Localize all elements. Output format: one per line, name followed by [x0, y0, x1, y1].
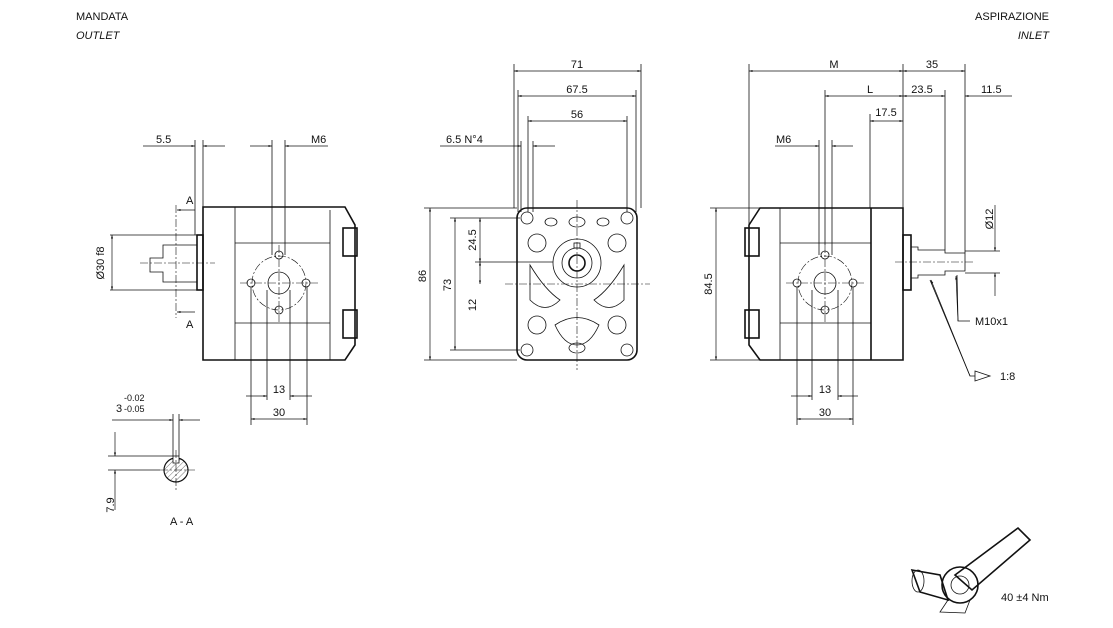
dim-24-5: 24.5 — [467, 229, 479, 250]
torque-label: 40 ±4 Nm — [1001, 592, 1049, 604]
dim-30-right: 30 — [819, 407, 831, 419]
dim-m6-right: M6 — [776, 134, 791, 146]
section-marker-top: A — [186, 195, 194, 207]
dim-m6-left: M6 — [311, 134, 326, 146]
section-marker-bottom: A — [186, 319, 194, 331]
dim-12-front: 12 — [467, 299, 479, 311]
key-tol-upper: -0.02 — [124, 393, 145, 403]
dim-73: 73 — [442, 279, 454, 291]
right-side-view: M 35 L 23.5 11.5 17.5 M6 84.5 Ø12 13 — [703, 59, 1015, 425]
dim-12-shaft: Ø12 — [984, 209, 996, 230]
inlet-label-en: INLET — [1018, 30, 1050, 42]
dim-m: M — [829, 59, 838, 71]
dim-67-5: 67.5 — [566, 84, 587, 96]
front-view: 71 67.5 56 6.5 N°4 86 73 24.5 12 — [417, 59, 650, 370]
dim-11-5: 11.5 — [981, 84, 1002, 96]
dim-l: L — [867, 84, 873, 96]
dim-71: 71 — [571, 59, 583, 71]
dim-13-left: 13 — [273, 384, 285, 396]
dim-shaft-diameter: Ø30 f8 — [95, 246, 107, 279]
dim-13-right: 13 — [819, 384, 831, 396]
taper-callout: 1:8 — [1000, 371, 1015, 383]
section-a-a: 3 -0.02 -0.05 7.9 A - A — [105, 393, 200, 528]
dim-17-5: 17.5 — [875, 107, 896, 119]
dim-56: 56 — [571, 109, 583, 121]
torque-wrench-icon — [910, 526, 1032, 614]
dim-84-5: 84.5 — [703, 273, 715, 294]
section-label: A - A — [170, 516, 194, 528]
inlet-label-it: ASPIRAZIONE — [975, 11, 1049, 23]
left-side-view: A A 5.5 M6 Ø30 f8 13 30 — [95, 134, 358, 425]
key-width: 3 — [116, 403, 122, 415]
dim-holes: 6.5 N°4 — [446, 134, 483, 146]
dim-86: 86 — [417, 270, 429, 282]
dim-35: 35 — [926, 59, 938, 71]
key-height: 7.9 — [105, 497, 117, 512]
outlet-label-it: MANDATA — [76, 11, 129, 23]
dim-23-5: 23.5 — [911, 84, 932, 96]
dim-30-left: 30 — [273, 407, 285, 419]
outlet-label-en: OUTLET — [76, 30, 121, 42]
dim-5-5: 5.5 — [156, 134, 171, 146]
thread-callout: M10x1 — [975, 316, 1008, 328]
key-tol-lower: -0.05 — [124, 404, 145, 414]
